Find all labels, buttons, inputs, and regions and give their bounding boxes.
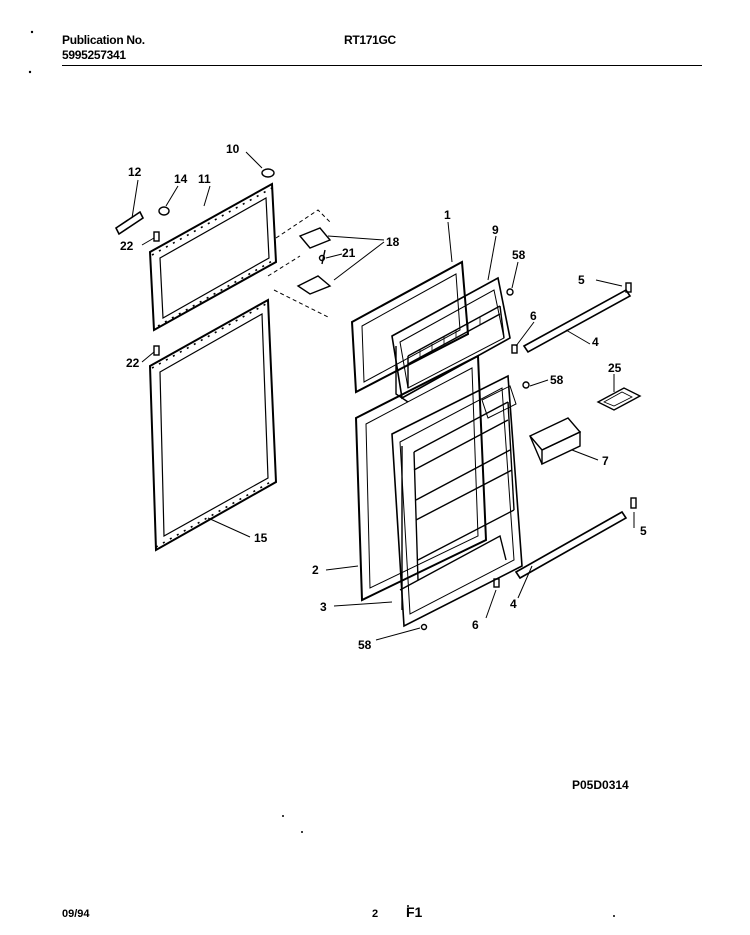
callout-18: 18 [386,235,400,249]
dairy-door [528,417,582,466]
header-rule [62,65,702,66]
end-cap [625,282,632,293]
callout-4: 4 [592,335,599,349]
callout-6: 6 [472,618,479,632]
callout-7: 7 [602,454,609,468]
callout-10: 10 [226,142,240,156]
callout-58: 58 [358,638,372,652]
model-number: RT171GC [344,33,396,47]
publication-number: 5995257341 [62,48,126,62]
callout-21: 21 [342,246,356,260]
footer-page: 2 [372,908,379,920]
diagram-reference: P05D0314 [572,778,629,792]
callout-4: 4 [510,597,517,611]
callout-11: 11 [198,172,211,186]
callout-labels: 12 14 11 10 22 18 21 1 9 58 5 6 4 58 25 … [120,142,647,652]
freezer-door-frame [148,182,278,332]
callout-2: 2 [312,563,319,577]
callout-22: 22 [120,239,134,253]
screw [153,231,160,242]
fresh-food-door-gasket [354,354,488,602]
handle-upper [522,288,632,354]
publication-label: Publication No. [62,33,145,47]
freezer-door-gasket [350,260,470,394]
callout-12: 12 [128,165,142,179]
screw [506,288,514,296]
callout-1: 1 [444,208,451,222]
plug-top [261,168,275,178]
end-cap [630,497,637,509]
callout-5: 5 [578,273,585,287]
plug-small [493,578,500,588]
callout-25: 25 [608,361,622,375]
callout-15: 15 [254,531,268,545]
hinge-assembly [267,209,332,319]
screw [522,381,530,389]
freezer-handle [114,210,145,236]
callout-58: 58 [550,373,564,387]
callout-58: 58 [512,248,526,262]
handle-lower [514,510,628,580]
screw [420,623,428,631]
butter-tray [596,387,642,411]
footer-date: 09/94 [62,908,90,920]
callout-22: 22 [126,356,140,370]
plug-small [511,344,518,354]
plug [158,206,170,216]
callout-14: 14 [174,172,188,186]
callout-6: 6 [530,309,537,323]
fresh-food-door-frame [148,298,278,552]
scan-specks [28,30,615,917]
fresh-food-inner-liner [391,374,523,628]
footer-section: F1 [406,904,423,920]
screw-lower [153,345,160,356]
callout-5: 5 [640,524,647,538]
freezer-inner-liner [391,276,511,403]
leader-lines [131,151,635,641]
callout-3: 3 [320,600,327,614]
callout-9: 9 [492,223,499,237]
